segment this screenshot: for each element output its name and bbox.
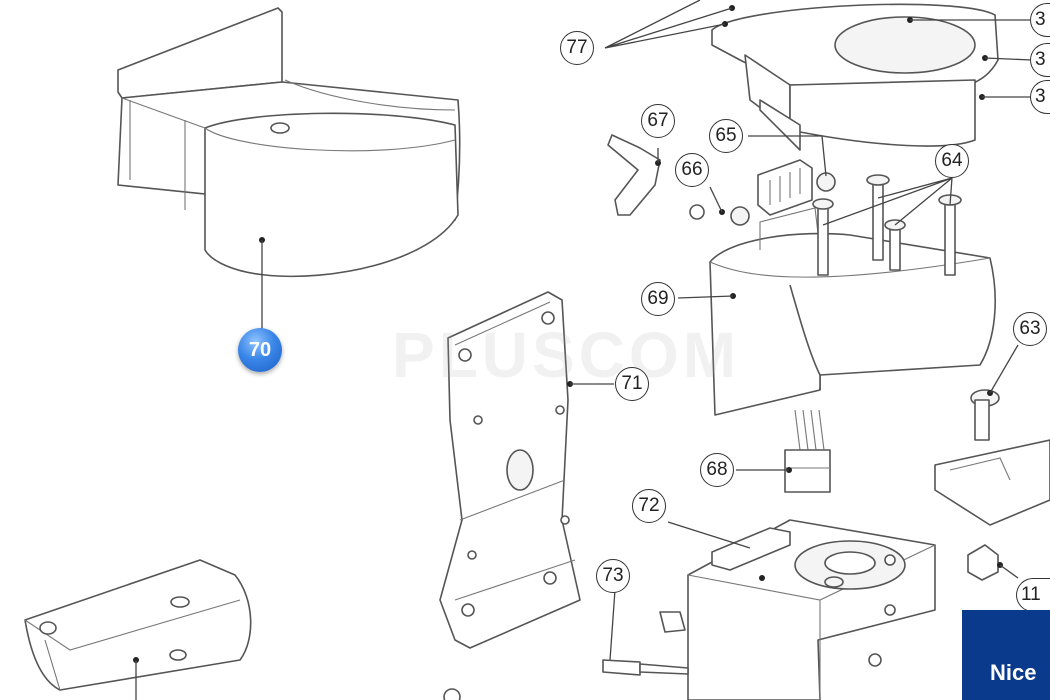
part-bracket-bottom-left xyxy=(24,559,252,700)
callout-72[interactable]: 72 xyxy=(632,489,666,523)
callout-11[interactable]: 11 xyxy=(1016,578,1050,612)
callout-71[interactable]: 71 xyxy=(615,367,649,401)
callout-77[interactable]: 77 xyxy=(560,31,594,65)
brand-logo: Nice xyxy=(962,610,1050,700)
watermark-text: PLUSCOM xyxy=(392,319,740,391)
part-68-wire-connector xyxy=(736,409,831,493)
selected-callout-70[interactable]: 70 xyxy=(238,328,282,372)
callout-66[interactable]: 66 xyxy=(675,153,709,187)
callout-73[interactable]: 73 xyxy=(596,559,630,593)
callout-63[interactable]: 63 xyxy=(1013,312,1047,346)
callout-67[interactable]: 67 xyxy=(641,104,675,138)
part-63-screw xyxy=(934,344,1050,581)
part-72-body xyxy=(667,519,936,700)
part-71-plate xyxy=(439,291,614,649)
part-3-top-housing xyxy=(604,0,1033,151)
callout-68[interactable]: 68 xyxy=(700,453,734,487)
callout-69[interactable]: 69 xyxy=(641,282,675,316)
callout-65[interactable]: 65 xyxy=(709,119,743,153)
callout-64[interactable]: 64 xyxy=(935,144,969,178)
part-69-housing xyxy=(677,174,996,416)
part-65-66-connector xyxy=(689,135,836,226)
part-73-screws xyxy=(443,589,689,700)
part-67-lever xyxy=(607,134,661,216)
part-70-cover xyxy=(117,7,461,334)
